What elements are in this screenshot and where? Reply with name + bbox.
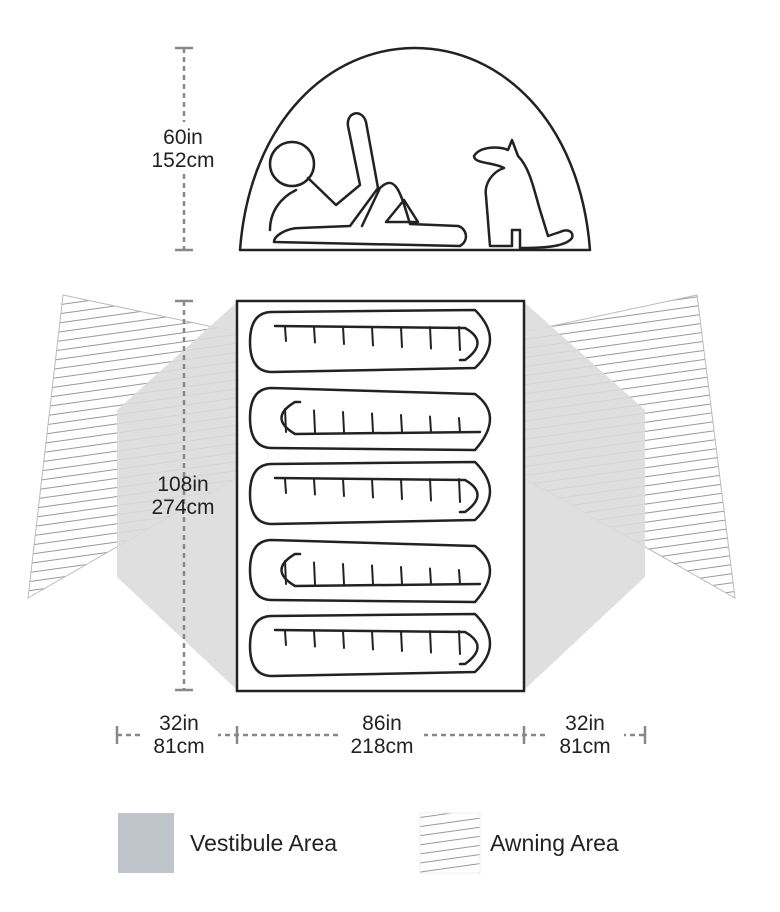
height-imperial: 60in (163, 126, 203, 149)
legend-awning-swatch (419, 812, 481, 874)
quilt-line (400, 478, 403, 500)
quilt-line (284, 408, 287, 433)
quilt-line (400, 630, 403, 652)
sleeping-bag (248, 308, 492, 374)
quilt-line (342, 563, 345, 585)
width-dimensions: 32in 81cm 86in 218cm 32in 81cm (115, 708, 647, 758)
height-dimension: 60in 152cm (140, 46, 226, 252)
length-dimension: 108in 274cm (151, 299, 215, 692)
sleeping-bag (248, 538, 492, 604)
width-left-imperial: 32in (159, 712, 199, 735)
dog-icon (472, 138, 574, 250)
quilt-line (400, 326, 403, 348)
quilt-line (400, 566, 403, 585)
quilt-line (284, 478, 287, 494)
legend-awning-label: Awning Area (490, 830, 619, 856)
quilt-line (371, 564, 374, 585)
length-imperial: 108in (157, 473, 208, 496)
quilt-line (313, 409, 316, 433)
quilt-line (458, 478, 461, 503)
quilt-line (342, 411, 345, 433)
quilt-line (371, 630, 374, 651)
quilt-line (371, 412, 374, 433)
legend-vestibule-swatch (118, 813, 174, 873)
quilt-line (342, 326, 345, 345)
quilt-line (284, 630, 287, 646)
quilt-line (429, 415, 432, 433)
tent-floor (235, 299, 526, 693)
quilt-line (429, 478, 432, 502)
vestibule-left (117, 302, 237, 690)
tent-side-view (238, 46, 592, 252)
quilt-line (371, 478, 374, 499)
sleeping-bags (248, 308, 492, 678)
width-floor-metric: 218cm (350, 735, 413, 758)
width-right-metric: 81cm (559, 735, 610, 758)
quilt-line (429, 567, 432, 585)
quilt-line (342, 630, 345, 649)
quilt-line (458, 417, 461, 433)
quilt-line (400, 414, 403, 433)
vestibule-right (524, 302, 645, 690)
quilt-line (313, 326, 316, 344)
quilt-line (458, 326, 461, 351)
quilt-line (458, 630, 461, 655)
quilt-line (429, 630, 432, 654)
legend-vestibule-label: Vestibule Area (190, 830, 337, 856)
quilt-line (458, 569, 461, 585)
quilt-line (429, 326, 432, 350)
quilt-line (371, 326, 374, 347)
quilt-line (313, 630, 316, 648)
width-floor-imperial: 86in (362, 712, 402, 735)
width-left-metric: 81cm (153, 735, 204, 758)
quilt-line (284, 326, 287, 342)
quilt-line (313, 561, 316, 585)
sleeping-bag (248, 612, 492, 678)
sleeping-bag (248, 460, 492, 526)
quilt-line (313, 478, 316, 496)
sleeping-bag (248, 386, 492, 452)
width-right-imperial: 32in (565, 712, 605, 735)
height-metric: 152cm (151, 149, 214, 172)
quilt-line (284, 560, 287, 585)
person-icon (268, 112, 468, 248)
length-metric: 274cm (151, 496, 214, 519)
legend: Vestibule Area Awning Area (118, 812, 619, 874)
quilt-line (342, 478, 345, 497)
